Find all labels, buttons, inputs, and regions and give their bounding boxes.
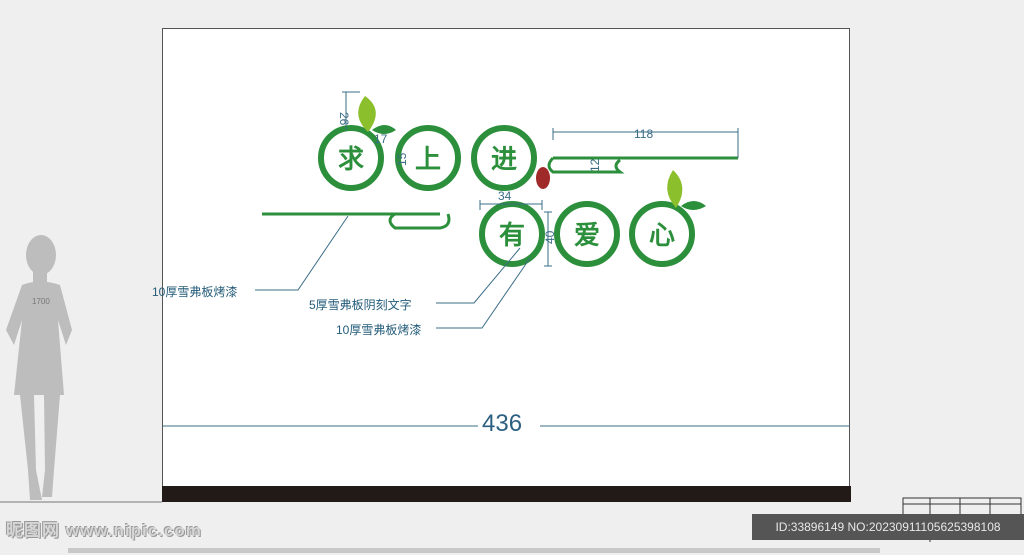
char-qiu: 求 xyxy=(338,145,364,175)
callout-circle-paint: 10厚雪弗板烤漆 xyxy=(336,323,422,337)
char-circle-1: 求 xyxy=(318,125,384,191)
dim-total-width: 436 xyxy=(478,410,527,438)
person-silhouette xyxy=(6,235,72,500)
char-xin: 心 xyxy=(649,221,675,251)
char-you: 有 xyxy=(499,221,525,251)
leaf-icon xyxy=(358,96,396,134)
floor-base xyxy=(162,486,851,502)
watermark-id: ID:33896149 NO:20230911105625398108 xyxy=(752,514,1024,540)
char-ai: 爱 xyxy=(574,221,600,251)
dim-leaf-offset: 17 xyxy=(374,132,388,146)
callout-cloud-line: 10厚雪弗板烤漆 xyxy=(152,285,238,299)
char-circle-2: 上 xyxy=(395,125,461,191)
char-circle-6: 心 xyxy=(629,201,695,267)
dim-line-gap: 12 xyxy=(588,158,602,172)
dim-char-height: 15 xyxy=(395,152,409,166)
dim-circle-width: 34 xyxy=(498,189,512,203)
seal-stamp xyxy=(536,167,550,189)
char-shang: 上 xyxy=(415,145,441,175)
bottom-scrollbar[interactable] xyxy=(68,548,880,553)
person-height-label: 1700 xyxy=(32,297,50,306)
char-circle-4: 有 xyxy=(479,201,545,267)
watermark-logo: 昵图网 www.nipic.com xyxy=(6,521,202,540)
dim-line-length: 118 xyxy=(634,127,653,141)
char-jin: 进 xyxy=(491,145,517,175)
leaf-icon xyxy=(667,170,706,210)
callout-engraved-text: 5厚雪弗板阴刻文字 xyxy=(309,298,412,312)
cloud-line-left xyxy=(262,212,451,230)
dim-circle-height: 40 xyxy=(543,230,557,244)
cloud-line-right xyxy=(547,156,738,174)
dim-leaf-height: 26 xyxy=(337,112,351,126)
char-circle-3: 进 xyxy=(471,125,537,191)
char-circle-5: 爱 xyxy=(554,201,620,267)
